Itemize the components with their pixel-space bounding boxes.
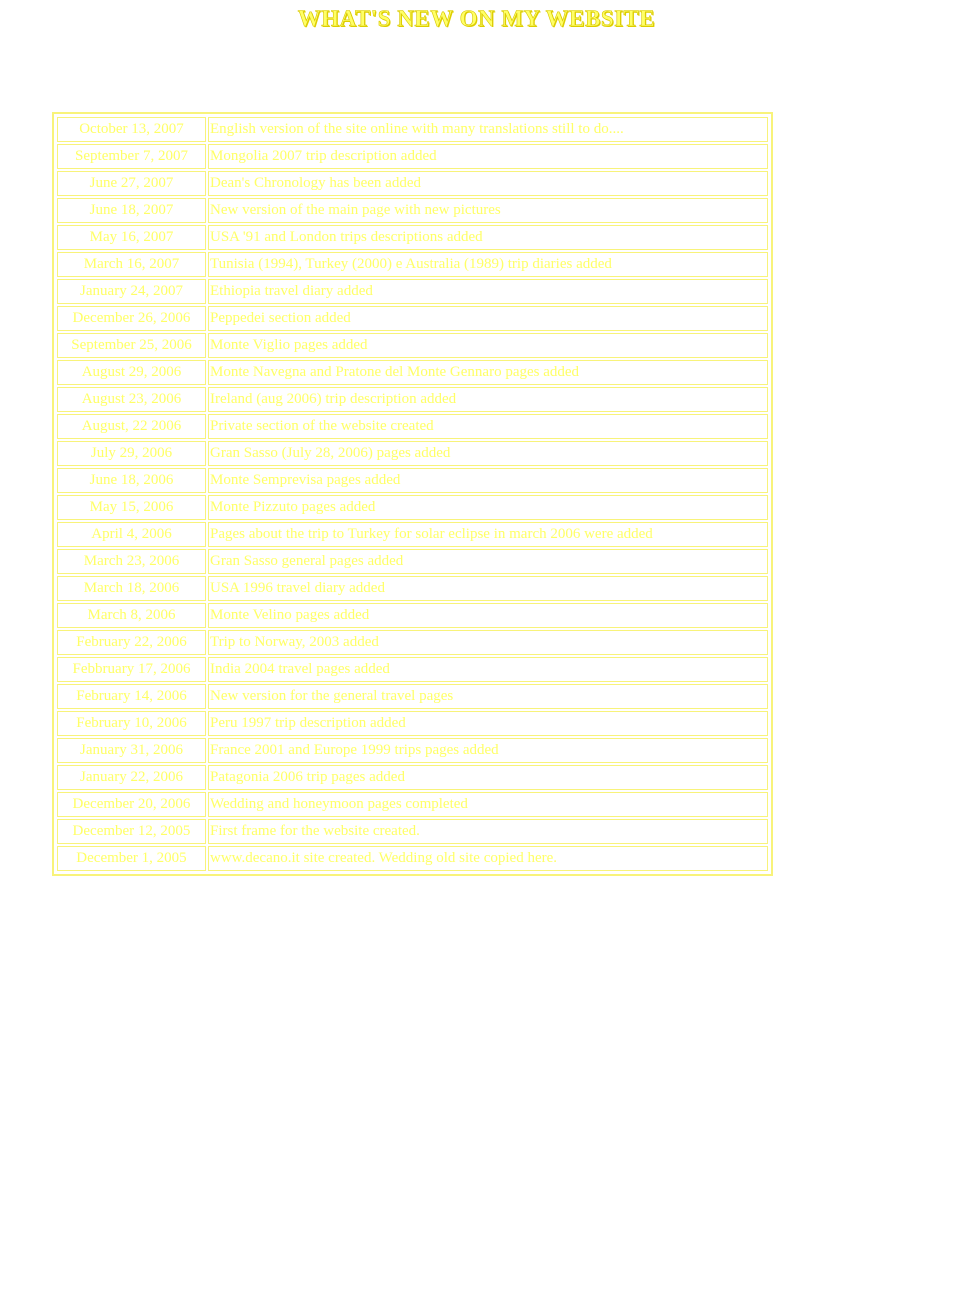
update-date: March 18, 2006 bbox=[57, 576, 206, 601]
update-date: February 10, 2006 bbox=[57, 711, 206, 736]
update-date: May 16, 2007 bbox=[57, 225, 206, 250]
update-date: February 22, 2006 bbox=[57, 630, 206, 655]
update-description: Monte Semprevisa pages added bbox=[208, 468, 768, 493]
update-description: English version of the site online with … bbox=[208, 117, 768, 142]
table-row: December 1, 2005 www.decano.it site crea… bbox=[57, 846, 768, 871]
update-date: July 29, 2006 bbox=[57, 441, 206, 466]
update-description: Dean's Chronology has been added bbox=[208, 171, 768, 196]
update-description: France 2001 and Europe 1999 trips pages … bbox=[208, 738, 768, 763]
update-date: August, 22 2006 bbox=[57, 414, 206, 439]
page-title: WHAT'S NEW ON MY WEBSITE bbox=[297, 6, 656, 32]
update-description: Ethiopia travel diary added bbox=[208, 279, 768, 304]
update-description: Monte Pizzuto pages added bbox=[208, 495, 768, 520]
update-date: March 23, 2006 bbox=[57, 549, 206, 574]
update-date: October 13, 2007 bbox=[57, 117, 206, 142]
update-description: Wedding and honeymoon pages completed bbox=[208, 792, 768, 817]
update-description: First frame for the website created. bbox=[208, 819, 768, 844]
update-description: Gran Sasso (July 28, 2006) pages added bbox=[208, 441, 768, 466]
update-description: Peru 1997 trip description added bbox=[208, 711, 768, 736]
update-date: June 18, 2007 bbox=[57, 198, 206, 223]
update-date: September 25, 2006 bbox=[57, 333, 206, 358]
update-description: Monte Navegna and Pratone del Monte Genn… bbox=[208, 360, 768, 385]
update-date: December 12, 2005 bbox=[57, 819, 206, 844]
update-date: December 20, 2006 bbox=[57, 792, 206, 817]
update-description: Monte Viglio pages added bbox=[208, 333, 768, 358]
update-date: April 4, 2006 bbox=[57, 522, 206, 547]
update-date: March 8, 2006 bbox=[57, 603, 206, 628]
update-date: May 15, 2006 bbox=[57, 495, 206, 520]
update-date: August 23, 2006 bbox=[57, 387, 206, 412]
update-description: India 2004 travel pages added bbox=[208, 657, 768, 682]
update-date: January 24, 2007 bbox=[57, 279, 206, 304]
update-description: Patagonia 2006 trip pages added bbox=[208, 765, 768, 790]
update-description: Tunisia (1994), Turkey (2000) e Australi… bbox=[208, 252, 768, 277]
update-description: USA 1996 travel diary added bbox=[208, 576, 768, 601]
update-description: Peppedei section added bbox=[208, 306, 768, 331]
update-description: New version for the general travel pages bbox=[208, 684, 768, 709]
update-description: New version of the main page with new pi… bbox=[208, 198, 768, 223]
update-description: Monte Velino pages added bbox=[208, 603, 768, 628]
update-description: www.decano.it site created. Wedding old … bbox=[208, 846, 768, 871]
update-description: Ireland (aug 2006) trip description adde… bbox=[208, 387, 768, 412]
update-description: USA '91 and London trips descriptions ad… bbox=[208, 225, 768, 250]
update-date: September 7, 2007 bbox=[57, 144, 206, 169]
update-date: June 18, 2006 bbox=[57, 468, 206, 493]
update-date: December 1, 2005 bbox=[57, 846, 206, 871]
update-description: Private section of the website created bbox=[208, 414, 768, 439]
update-date: Febbruary 17, 2006 bbox=[57, 657, 206, 682]
update-description: Mongolia 2007 trip description added bbox=[208, 144, 768, 169]
update-date: March 16, 2007 bbox=[57, 252, 206, 277]
update-date: February 14, 2006 bbox=[57, 684, 206, 709]
update-description: Pages about the trip to Turkey for solar… bbox=[208, 522, 768, 547]
update-date: January 31, 2006 bbox=[57, 738, 206, 763]
update-date: December 26, 2006 bbox=[57, 306, 206, 331]
update-date: June 27, 2007 bbox=[57, 171, 206, 196]
update-date: August 29, 2006 bbox=[57, 360, 206, 385]
update-description: Gran Sasso general pages added bbox=[208, 549, 768, 574]
update-date: January 22, 2006 bbox=[57, 765, 206, 790]
update-description: Trip to Norway, 2003 added bbox=[208, 630, 768, 655]
